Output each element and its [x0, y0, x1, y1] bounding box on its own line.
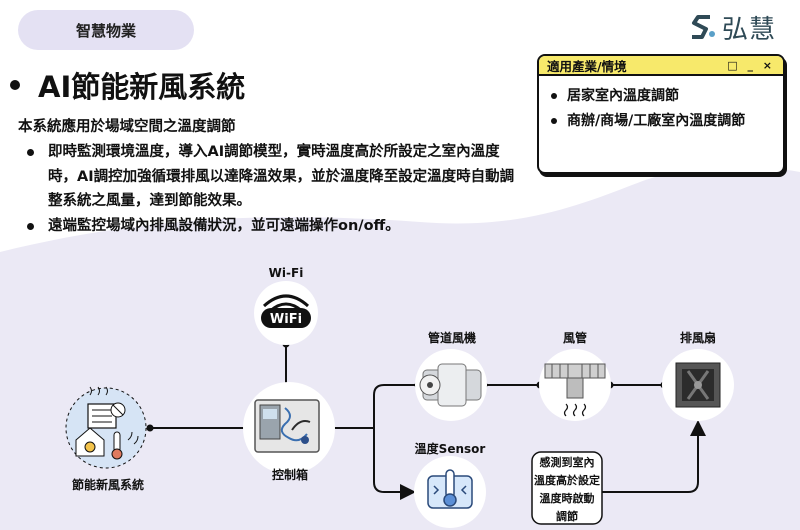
- application-list: 居家室內溫度調節 商辦/商場/工廠室內溫度調節: [539, 84, 783, 134]
- trigger-note: 感測到室內 溫度高於設定 溫度時啟動 調節: [532, 454, 602, 526]
- control-box-label: 控制箱: [271, 468, 308, 482]
- wifi-label: Wi-Fi: [268, 266, 304, 280]
- duct-label: 風管: [562, 331, 587, 345]
- application-window: 適用產業/情境 □ _ × 居家室內溫度調節 商辦/商場/工廠室內溫度調節: [537, 54, 785, 174]
- wifi-badge-text: WiFi: [270, 312, 302, 327]
- trigger-note-line: 溫度時啟動: [539, 492, 595, 505]
- feature-list: 即時監測環境溫度，導入AI調節模型，實時溫度高於所設定之室內溫度時，AI調控加強…: [24, 140, 524, 238]
- ventilation-system-icon: [65, 386, 147, 469]
- duct-fan-label: 管道風機: [427, 331, 476, 345]
- trigger-note-line: 調節: [556, 510, 578, 523]
- brand-logo: 弘慧: [688, 8, 788, 46]
- control-box-icon: [243, 382, 335, 474]
- window-controls[interactable]: □ _ ×: [727, 58, 775, 72]
- trigger-note-box: [531, 451, 603, 525]
- page-title-text: AI節能新風系統: [38, 70, 246, 104]
- wifi-icon: WiFi: [254, 281, 318, 345]
- exhaust-fan-icon: [662, 349, 734, 421]
- application-item: 商辦/商場/工廠室內溫度調節: [549, 109, 783, 134]
- window-title-bar: 適用產業/情境 □ _ ×: [539, 56, 783, 76]
- duct-fan-icon: [415, 349, 487, 421]
- trigger-note-line: 溫度高於設定: [534, 474, 600, 487]
- sensor-label: 溫度Sensor: [414, 442, 486, 456]
- category-tag: 智慧物業: [18, 10, 194, 50]
- window-title: 適用產業/情境: [547, 58, 627, 74]
- trigger-note-line: 感測到室內: [539, 456, 595, 469]
- feature-item: 遠端監控場域內排風設備狀況，並可遠端操作on/off。: [24, 214, 524, 239]
- connection-lines: [150, 344, 706, 500]
- logo-text: 弘慧: [722, 14, 777, 45]
- page-title: AI節能新風系統: [10, 64, 245, 106]
- page-subtitle: 本系統應用於場域空間之溫度調節: [18, 119, 236, 135]
- logo-s-icon: [692, 15, 715, 39]
- feature-item: 即時監測環境溫度，導入AI調節模型，實時溫度高於所設定之室內溫度時，AI調控加強…: [24, 140, 524, 214]
- exhaust-fan-label: 排風扇: [679, 331, 716, 345]
- application-item: 居家室內溫度調節: [549, 84, 783, 109]
- title-bullet: [10, 80, 20, 90]
- system-label: 節能新風系統: [71, 478, 144, 492]
- air-duct-icon: [539, 349, 611, 421]
- category-tag-label: 智慧物業: [75, 21, 136, 40]
- temperature-sensor-icon: [414, 456, 486, 528]
